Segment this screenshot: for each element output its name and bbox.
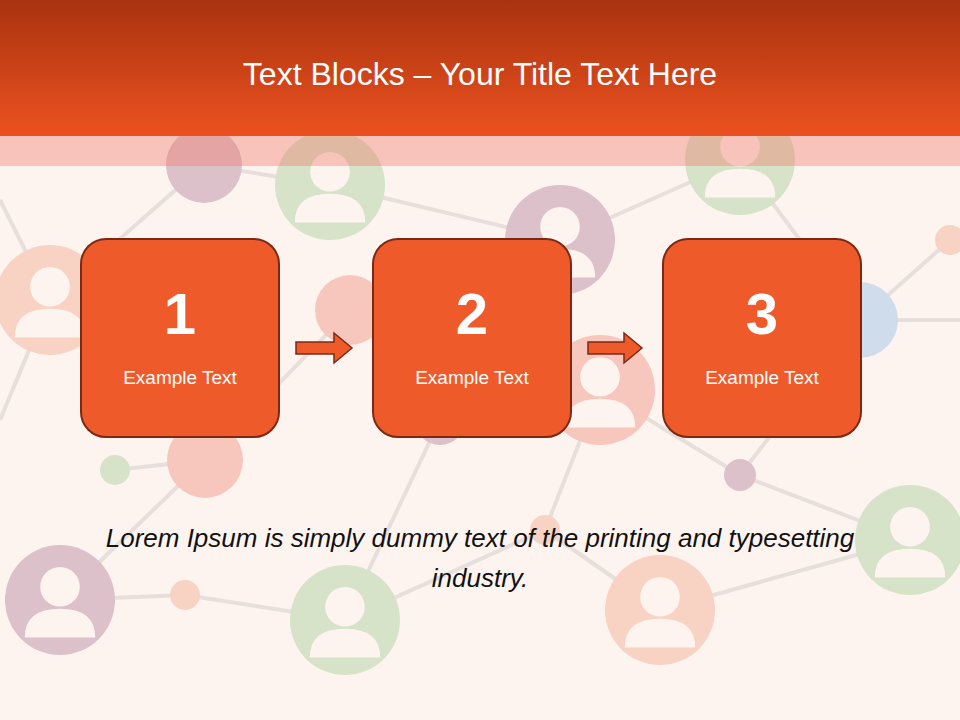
person-icon [5,545,115,655]
block-arrow [296,333,352,363]
network-lines [0,160,960,620]
person-icons [0,105,960,675]
step-number: 3 [746,282,778,346]
step-number: 2 [456,282,488,346]
step-box: 2Example Text [372,238,572,438]
step-text: Example Text [415,366,529,390]
caption-text: Lorem Ipsum is simply dummy text of the … [100,518,860,598]
step-box: 1Example Text [80,238,280,438]
person-icon [290,565,400,675]
person-icon [935,225,960,255]
person-icon [855,485,960,595]
title-bar [0,0,960,136]
step-text: Example Text [123,366,237,390]
person-icon [170,580,200,610]
block-arrow [588,333,642,363]
person-icon [100,455,130,485]
slide-title: Text Blocks – Your Title Text Here [0,0,960,135]
person-icon [724,459,756,491]
title-strip [0,136,960,166]
step-text: Example Text [705,366,819,390]
step-box: 3Example Text [662,238,862,438]
person-icon [605,555,715,665]
step-number: 1 [164,282,196,346]
